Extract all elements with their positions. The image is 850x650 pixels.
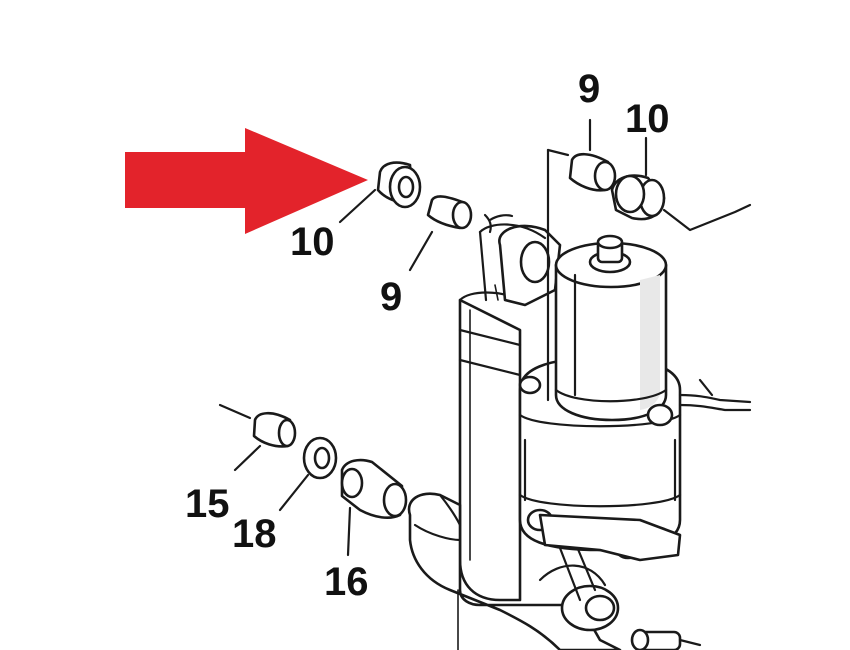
callout-9-left: 9: [380, 275, 402, 319]
part-18-washer: [302, 436, 338, 480]
part-15-bushing: [252, 411, 297, 448]
trim-motor: [518, 234, 752, 650]
pointer-arrow: [125, 128, 368, 234]
part-10-left-bushing: [376, 161, 422, 209]
leader-lines: [218, 118, 752, 557]
part-9-top-bushing: [568, 152, 617, 192]
callout-10-top: 10: [625, 97, 670, 141]
tilt-housing: [407, 214, 622, 650]
callout-15: 15: [185, 482, 230, 526]
callout-9-top: 9: [578, 67, 600, 111]
callout-18: 18: [232, 512, 277, 556]
part-9-left-bushing: [426, 195, 492, 234]
part-16-bushing: [340, 458, 408, 520]
callout-10-left: 10: [290, 220, 335, 264]
part-10-top-bushing: [610, 174, 666, 221]
callout-16: 16: [324, 560, 369, 604]
